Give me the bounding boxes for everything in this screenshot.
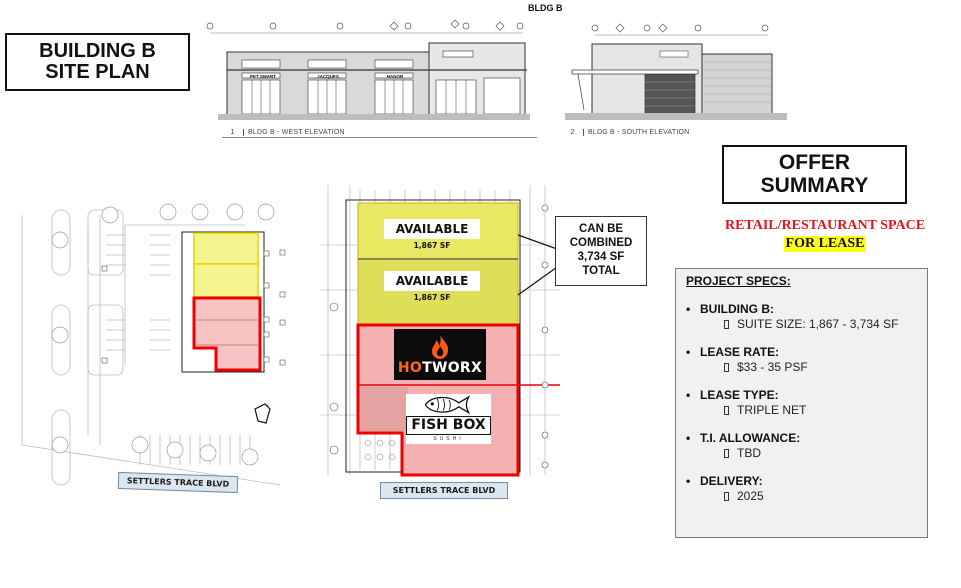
floor-plan-street-label: SETTLERS TRACE BLVD xyxy=(380,482,508,499)
spec-delivery-label: DELIVERY: xyxy=(700,474,763,488)
spec-building: • BUILDING B: SUITE SIZE: 1,867 - 3,734 S… xyxy=(686,302,917,331)
south-elevation-number: 2 xyxy=(562,129,584,136)
south-elevation-drawing xyxy=(560,18,800,120)
spec-delivery: • DELIVERY: 2025 xyxy=(686,474,917,503)
storefront-sign-3: HANOR xyxy=(386,74,404,79)
spec-lease-type-value: TRIPLE NET xyxy=(737,403,807,417)
available-suite-2: AVAILABLE 1,867 SF xyxy=(384,271,480,302)
offer-subtitle-line1: RETAIL/RESTAURANT SPACE xyxy=(724,218,926,233)
spec-ti-allowance: • T.I. ALLOWANCE: TBD xyxy=(686,431,917,460)
spec-lease-rate-label: LEASE RATE: xyxy=(700,345,780,359)
flame-icon xyxy=(432,335,449,359)
spec-lease-type-label: LEASE TYPE: xyxy=(700,388,779,402)
fishbox-wordmark: FISH BOX xyxy=(406,415,491,435)
bullet-icon: • xyxy=(686,388,691,402)
hotworx-wordmark: HOTWORX xyxy=(397,360,483,376)
available-suite-1-status: AVAILABLE xyxy=(384,219,480,239)
checkbox-glyph-icon xyxy=(724,405,729,415)
offer-summary-title: OFFER SUMMARY xyxy=(722,145,907,204)
bullet-icon: • xyxy=(686,474,691,488)
checkbox-glyph-icon xyxy=(724,362,729,372)
storefront-sign-1: PET SMART xyxy=(249,74,276,79)
spec-lease-rate: • LEASE RATE: $33 - 35 PSF xyxy=(686,345,917,374)
spec-building-value: SUITE SIZE: 1,867 - 3,734 SF xyxy=(737,317,899,331)
elevations-header: BLDG B xyxy=(528,3,563,13)
combined-line1: CAN BE xyxy=(578,223,624,236)
available-suite-2-size: 1,867 SF xyxy=(413,293,451,302)
available-suite-1-size: 1,867 SF xyxy=(413,241,451,250)
spec-ti-allowance-label: T.I. ALLOWANCE: xyxy=(700,431,801,445)
fishbox-subtitle: SUSHI xyxy=(433,436,464,442)
west-elevation-caption: 1 BLDG B - WEST ELEVATION xyxy=(222,129,537,138)
west-elevation-label: BLDG B - WEST ELEVATION xyxy=(248,129,345,136)
project-specs-panel: PROJECT SPECS: • BUILDING B: SUITE SIZE: … xyxy=(675,268,928,538)
offer-title-line2: SUMMARY xyxy=(760,173,869,197)
south-elevation-label: BLDG B - SOUTH ELEVATION xyxy=(588,129,690,136)
spec-building-label: BUILDING B: xyxy=(700,302,774,316)
site-plan-map xyxy=(0,195,300,495)
available-suite-1: AVAILABLE 1,867 SF xyxy=(384,219,480,250)
combined-line2: COMBINED xyxy=(569,237,633,250)
bullet-icon: • xyxy=(686,345,691,359)
storefront-sign-2: JACQUES xyxy=(317,74,339,79)
south-elevation-caption: 2 BLDG B - SOUTH ELEVATION xyxy=(562,129,762,137)
combined-line3: 3,734 SF xyxy=(577,251,625,263)
combined-line4: TOTAL xyxy=(582,264,620,277)
hotworx-logo: HOTWORX xyxy=(394,329,486,380)
site-plan-title: BUILDING B SITE PLAN xyxy=(5,33,190,91)
spec-ti-allowance-value: TBD xyxy=(737,446,761,460)
offer-title-line1: OFFER xyxy=(778,151,851,175)
project-specs-heading: PROJECT SPECS: xyxy=(686,274,791,288)
offer-subtitle-line2: FOR LEASE xyxy=(783,236,867,252)
checkbox-glyph-icon xyxy=(724,448,729,458)
bullet-icon: • xyxy=(686,302,691,316)
spec-lease-type: • LEASE TYPE: TRIPLE NET xyxy=(686,388,917,417)
west-elevation-drawing xyxy=(190,18,540,123)
offer-subtitle: RETAIL/RESTAURANT SPACE FOR LEASE xyxy=(700,218,950,252)
checkbox-glyph-icon xyxy=(724,491,729,501)
fish-icon xyxy=(424,395,470,415)
fishbox-logo: FISH BOX SUSHI xyxy=(406,394,491,444)
spec-lease-rate-value: $33 - 35 PSF xyxy=(737,360,808,374)
site-plan-title-line1: BUILDING B xyxy=(39,40,156,62)
checkbox-glyph-icon xyxy=(724,319,729,329)
site-plan-title-line2: SITE PLAN xyxy=(45,61,150,83)
west-elevation-number: 1 xyxy=(222,129,244,136)
bullet-icon: • xyxy=(686,431,691,445)
available-suite-2-status: AVAILABLE xyxy=(384,271,480,291)
spec-delivery-value: 2025 xyxy=(737,489,764,503)
combined-callout: CAN BE COMBINED 3,734 SF TOTAL xyxy=(555,216,647,286)
